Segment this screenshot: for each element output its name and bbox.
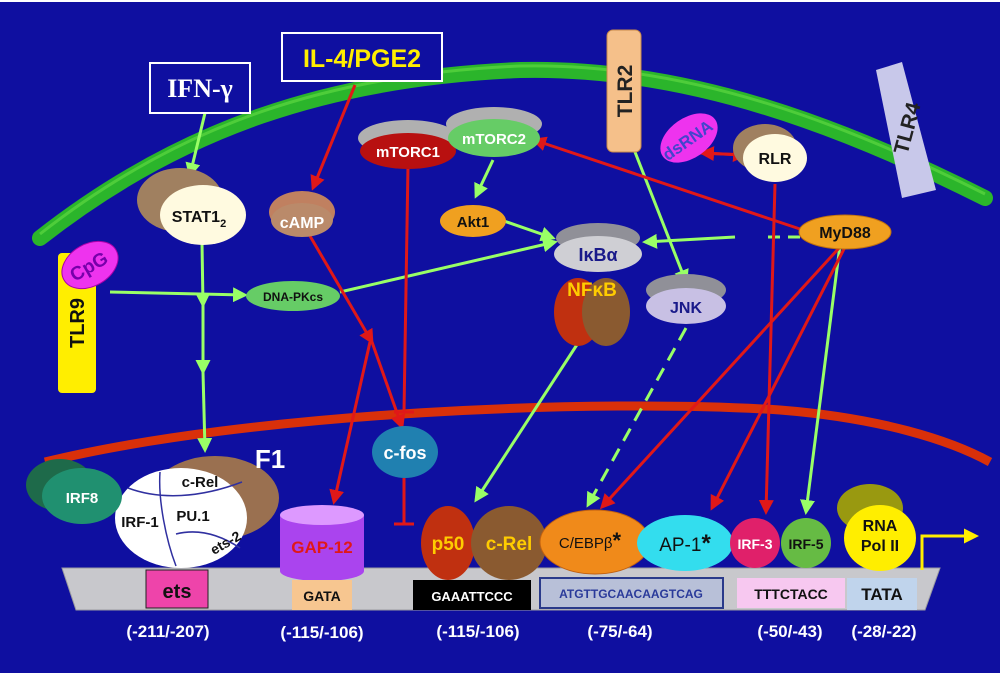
camp-node: cAMP <box>269 191 335 237</box>
svg-text:RNA: RNA <box>863 518 898 535</box>
svg-text:AP-1*: AP-1* <box>659 530 711 557</box>
tata-box: TATA <box>847 578 917 610</box>
irf8-node: IRF8 <box>26 459 122 524</box>
svg-text:DNA-PKcs: DNA-PKcs <box>263 290 323 304</box>
svg-text:cAMP: cAMP <box>280 215 325 232</box>
rna-pol-ii-node: RNA Pol II <box>837 484 916 571</box>
position-irf: (-50/-43) <box>757 622 822 641</box>
svg-text:GATA: GATA <box>303 588 341 604</box>
ikba-node: IκBα <box>554 223 642 272</box>
promoter-positions: (-211/-207) (-115/-106) (-115/-106) (-75… <box>126 622 916 642</box>
c-rel-node: c-Rel <box>471 506 547 580</box>
p50-node: p50 <box>421 506 475 580</box>
svg-text:IRF-3: IRF-3 <box>738 536 773 552</box>
dna-pkcs-node: DNA-PKcs <box>246 281 340 311</box>
svg-text:STAT12: STAT12 <box>172 209 226 230</box>
position-ets: (-211/-207) <box>126 622 209 641</box>
svg-text:ATGTTGCAACAAGTCAG: ATGTTGCAACAAGTCAG <box>559 587 703 601</box>
nfkb-site: GAAATTCCC <box>413 580 531 610</box>
transcription-start-arrow <box>920 528 979 570</box>
nuclear-envelope <box>43 401 993 467</box>
svg-text:GAP-12: GAP-12 <box>291 538 352 557</box>
position-gata: (-115/-106) <box>280 623 363 642</box>
c-fos-node: c-fos <box>372 426 438 478</box>
cpg-ligand: CpG <box>61 240 119 290</box>
mtorc2-node: mTORC2 <box>446 107 542 157</box>
il4-pge2-label: IL-4/PGE2 <box>303 45 421 73</box>
position-nfkb: (-115/-106) <box>436 622 519 641</box>
f1-crel-label: c-Rel <box>182 474 219 491</box>
svg-text:IRF8: IRF8 <box>66 490 99 507</box>
activation-arrows <box>109 112 842 515</box>
position-cebp: (-75/-64) <box>587 622 652 641</box>
svg-text:NFκB: NFκB <box>567 280 617 301</box>
irf3-node: IRF-3 <box>730 518 780 568</box>
myd88-node: MyD88 <box>798 214 892 250</box>
ifn-gamma-label: IFN-γ <box>167 74 233 103</box>
ifn-gamma-ligand: IFN-γ <box>149 62 251 114</box>
position-tata: (-28/-22) <box>851 622 916 641</box>
svg-text:TATA: TATA <box>861 585 903 604</box>
irf5-node: IRF-5 <box>781 518 831 568</box>
gata-site: GATA <box>292 580 352 610</box>
svg-text:GAAATTCCC: GAAATTCCC <box>431 589 513 604</box>
svg-text:mTORC1: mTORC1 <box>376 144 440 161</box>
gap12-node: GAP-12 <box>280 505 364 581</box>
svg-text:Akt1: Akt1 <box>457 214 490 231</box>
svg-text:IRF-5: IRF-5 <box>789 536 824 552</box>
svg-text:C/EBPβ*: C/EBPβ* <box>559 528 622 553</box>
il4-pge2-ligand: IL-4/PGE2 <box>281 32 443 82</box>
ets-site: ets <box>145 569 209 609</box>
cebpb-node: C/EBPβ* <box>539 509 651 575</box>
akt1-node: Akt1 <box>440 205 506 237</box>
nfkb-node: NFκB <box>554 278 630 346</box>
svg-text:MyD88: MyD88 <box>819 225 871 242</box>
svg-text:TTTCTACC: TTTCTACC <box>754 586 828 602</box>
tlr9-label: TLR9 <box>67 298 89 348</box>
jnk-node: JNK <box>646 274 726 324</box>
irf-site: TTTCTACC <box>737 578 845 608</box>
svg-text:p50: p50 <box>432 534 465 555</box>
svg-text:c-Rel: c-Rel <box>486 534 532 555</box>
f1-irf1-label: IRF-1 <box>121 514 159 531</box>
mtorc1-node: mTORC1 <box>358 120 458 169</box>
svg-text:c-fos: c-fos <box>383 443 426 463</box>
ap1-node: AP-1* <box>637 515 733 571</box>
tlr2-label: TLR2 <box>614 65 637 118</box>
svg-text:IκBα: IκBα <box>578 245 617 265</box>
svg-text:Pol II: Pol II <box>861 538 899 555</box>
f1-pu1-label: PU.1 <box>176 508 209 525</box>
f1-complex: F1 c-Rel IRF-1 PU.1 ets-2 <box>115 444 285 568</box>
stat1-node: STAT12 <box>137 168 246 245</box>
cebp-site: ATGTTGCAACAAGTCAG <box>539 577 724 609</box>
svg-text:RLR: RLR <box>759 151 792 168</box>
svg-text:ets: ets <box>163 581 192 603</box>
regulation-arrows <box>308 84 847 526</box>
tlr2-receptor: TLR2 <box>606 29 642 153</box>
cell-membrane <box>32 61 993 246</box>
svg-text:mTORC2: mTORC2 <box>462 131 526 148</box>
rlr-node: RLR <box>733 124 807 182</box>
svg-text:JNK: JNK <box>670 300 702 317</box>
f1-label: F1 <box>255 444 285 474</box>
